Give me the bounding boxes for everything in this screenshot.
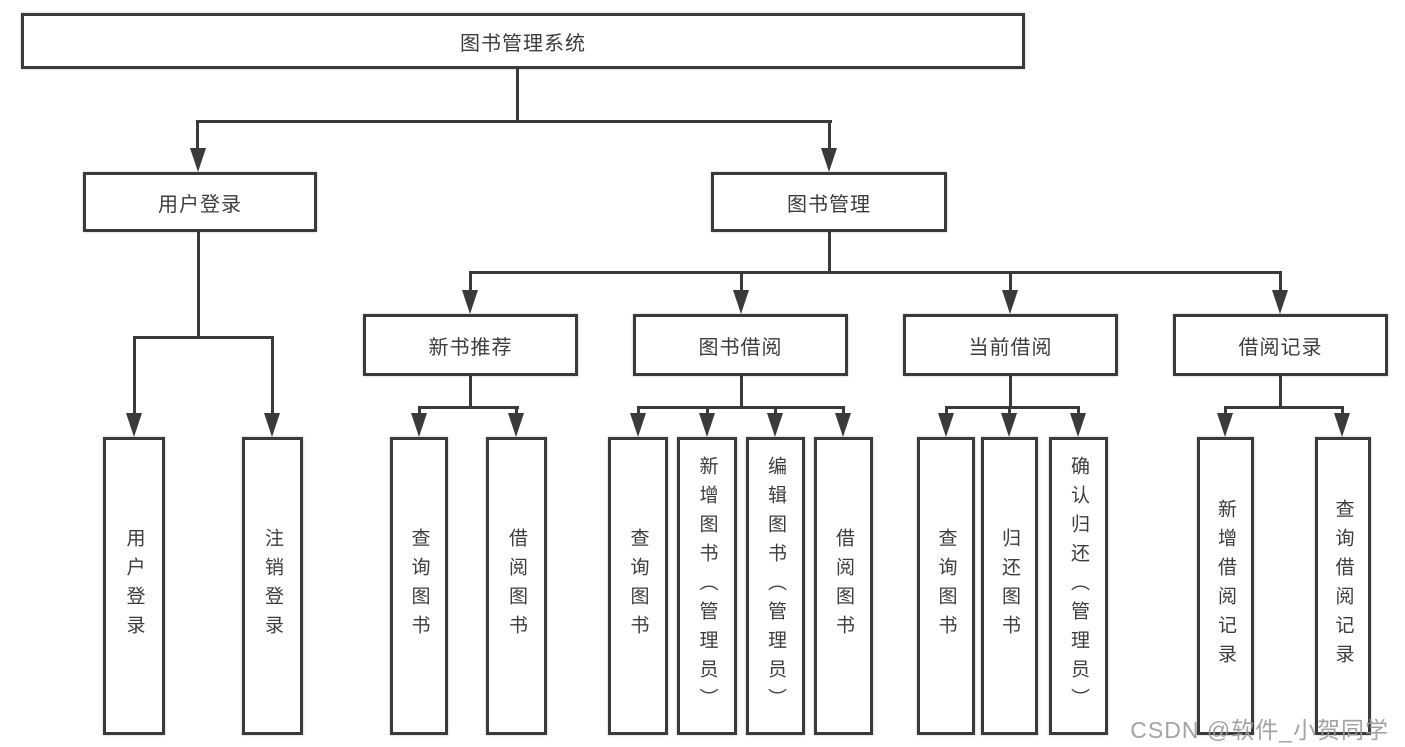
connector-stub-query-books-2 <box>637 406 640 416</box>
arrowhead-add-books <box>699 413 715 437</box>
connector-book-management-vertical <box>828 232 831 274</box>
connector-user-login-horizontal <box>133 336 274 339</box>
leaf-confirm-return-admin: 确认归还（管理员） <box>1049 437 1108 735</box>
node-borrow-records: 借阅记录 <box>1173 314 1388 376</box>
leaf-add-books-admin-label: 新增图书（管理员） <box>696 455 718 717</box>
leaf-add-borrow-record-label: 新增借阅记录 <box>1215 499 1236 673</box>
leaf-borrow-books-2: 借阅图书 <box>814 437 873 735</box>
node-root: 图书管理系统 <box>21 13 1025 69</box>
connector-borrow-records-vertical <box>1279 376 1282 409</box>
arrowhead-return-books <box>1001 413 1017 437</box>
arrowhead-new-book-recommend <box>462 290 478 314</box>
connector-new-book-recommend-horizontal <box>418 406 519 409</box>
connector-level3-horizontal <box>469 271 1282 274</box>
connector-stub-leaf-logout <box>271 336 274 416</box>
arrowhead-book-management <box>821 148 837 172</box>
node-new-book-recommend: 新书推荐 <box>363 314 578 376</box>
connector-stub-book-management <box>828 120 831 152</box>
connector-stub-borrow-records <box>1279 271 1282 293</box>
arrowhead-leaf-logout <box>264 413 280 437</box>
connector-user-login-vertical <box>197 232 200 339</box>
node-book-borrow-label: 图书借阅 <box>698 336 783 359</box>
leaf-query-books-1-label: 查询图书 <box>408 528 430 644</box>
leaf-user-login-label: 用户登录 <box>123 528 145 644</box>
leaf-borrow-books-2-label: 借阅图书 <box>833 528 854 644</box>
connector-stub-return-books <box>1008 406 1011 416</box>
arrowhead-confirm-return <box>1070 413 1086 437</box>
arrowhead-leaf-user-login <box>126 413 142 437</box>
connector-stub-new-book-recommend <box>469 271 472 293</box>
connector-book-borrow-horizontal <box>637 406 845 409</box>
leaf-query-books-2: 查询图书 <box>608 437 668 735</box>
leaf-query-books-2-label: 查询图书 <box>627 528 649 644</box>
arrowhead-borrow-books-2 <box>835 413 851 437</box>
csdn-watermark: CSDN @软件_小贺同学 <box>1130 717 1389 743</box>
arrowhead-edit-books <box>767 413 783 437</box>
leaf-add-borrow-record: 新增借阅记录 <box>1197 437 1254 735</box>
node-book-management: 图书管理 <box>711 172 947 232</box>
connector-stub-add-books <box>706 406 709 416</box>
leaf-logout-login-label: 注销登录 <box>262 528 283 644</box>
connector-new-book-recommend-vertical <box>469 376 472 409</box>
leaf-query-borrow-record-label: 查询借阅记录 <box>1332 499 1354 673</box>
connector-stub-query-books-3 <box>945 406 948 416</box>
leaf-query-books-3-label: 查询图书 <box>935 528 957 644</box>
connector-book-borrow-vertical <box>740 376 743 409</box>
connector-current-borrow-vertical <box>1009 376 1012 409</box>
arrowhead-query-books-1 <box>411 413 427 437</box>
connector-stub-book-borrow <box>740 271 743 293</box>
node-book-management-label: 图书管理 <box>787 193 871 216</box>
arrowhead-query-record <box>1334 413 1350 437</box>
arrowhead-query-books-2 <box>630 413 646 437</box>
node-current-borrow-label: 当前借阅 <box>968 336 1053 359</box>
connector-stub-add-record <box>1224 406 1227 416</box>
node-borrow-records-label: 借阅记录 <box>1238 336 1323 359</box>
leaf-return-books: 归还图书 <box>981 437 1038 735</box>
leaf-query-books-3: 查询图书 <box>917 437 975 735</box>
arrowhead-borrow-records <box>1272 290 1288 314</box>
connector-stub-borrow-books-1 <box>515 406 518 416</box>
connector-stub-borrow-books-2 <box>842 406 845 416</box>
node-current-borrow: 当前借阅 <box>903 314 1118 376</box>
node-new-book-recommend-label: 新书推荐 <box>428 336 513 359</box>
leaf-borrow-books-1-label: 借阅图书 <box>506 528 527 644</box>
arrowhead-current-borrow <box>1002 290 1018 314</box>
node-user-login-label: 用户登录 <box>158 193 242 216</box>
leaf-confirm-return-admin-label: 确认归还（管理员） <box>1068 455 1089 717</box>
connector-current-borrow-horizontal <box>945 406 1080 409</box>
leaf-query-borrow-record: 查询借阅记录 <box>1315 437 1371 735</box>
leaf-return-books-label: 归还图书 <box>999 528 1020 644</box>
connector-stub-edit-books <box>774 406 777 416</box>
connector-stub-current-borrow <box>1009 271 1012 293</box>
arrowhead-user-login <box>190 148 206 172</box>
leaf-logout-login: 注销登录 <box>242 437 303 735</box>
leaf-user-login: 用户登录 <box>103 437 165 735</box>
leaf-edit-books-admin: 编辑图书（管理员） <box>746 437 805 735</box>
connector-root-vertical <box>516 69 519 122</box>
connector-stub-query-record <box>1341 406 1344 416</box>
connector-level2-horizontal <box>196 120 832 123</box>
node-root-label: 图书管理系统 <box>460 32 586 55</box>
leaf-borrow-books-1: 借阅图书 <box>486 437 547 735</box>
arrowhead-add-record <box>1217 413 1233 437</box>
leaf-query-books-1: 查询图书 <box>390 437 448 735</box>
arrowhead-query-books-3 <box>938 413 954 437</box>
node-user-login: 用户登录 <box>83 172 317 232</box>
connector-stub-user-login <box>196 120 199 152</box>
connector-stub-confirm-return <box>1077 406 1080 416</box>
connector-borrow-records-horizontal <box>1224 406 1344 409</box>
leaf-edit-books-admin-label: 编辑图书（管理员） <box>765 455 786 717</box>
arrowhead-borrow-books-1 <box>508 413 524 437</box>
node-book-borrow: 图书借阅 <box>633 314 848 376</box>
connector-stub-leaf-user-login <box>133 336 136 416</box>
arrowhead-book-borrow <box>733 290 749 314</box>
leaf-add-books-admin: 新增图书（管理员） <box>677 437 737 735</box>
connector-stub-query-books-1 <box>418 406 421 416</box>
